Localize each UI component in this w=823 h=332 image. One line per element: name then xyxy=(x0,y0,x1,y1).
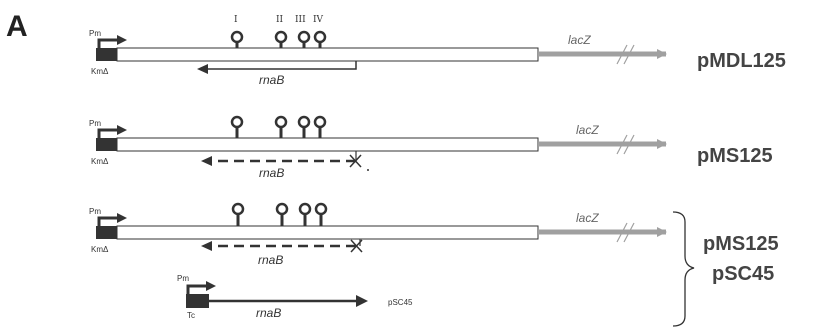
lacz-label: lacZ xyxy=(576,123,599,137)
panel-label: A xyxy=(6,10,28,43)
terminator-hairpin-icon xyxy=(274,30,288,48)
rnab-arrow xyxy=(205,61,357,70)
construct-name: pMS125 xyxy=(697,145,773,167)
terminator-hairpin-icon xyxy=(313,115,327,138)
km-delta-label: KmΔ xyxy=(91,245,109,254)
rnab-label: rnaB xyxy=(256,306,281,320)
terminator-hairpin-icon xyxy=(230,115,244,138)
terminator-hairpin-icon xyxy=(297,30,311,48)
construct-name-line2: pSC45 xyxy=(712,263,774,285)
operon-bar xyxy=(116,47,539,62)
promoter-pm-label: Pm xyxy=(89,29,101,38)
promoter-arrow-icon xyxy=(97,216,118,226)
promoter-pm-label: Pm xyxy=(89,119,101,128)
promoter-arrow-icon xyxy=(97,128,118,138)
km-box xyxy=(96,226,117,239)
construct-pms125-psc45: Pm KmΔ lacZ rnaB xyxy=(89,202,779,327)
terminator-hairpin-icon xyxy=(274,115,288,138)
knockout-x-icon xyxy=(349,154,362,168)
terminator-hairpin-icon xyxy=(314,202,328,226)
construct-pmdl125: Pm KmΔ I II III IV lacZ xyxy=(89,15,786,87)
terminator-hairpin-icon xyxy=(297,115,311,138)
km-delta-label: KmΔ xyxy=(91,67,109,76)
rnab-label: rnaB xyxy=(259,73,284,87)
km-box xyxy=(96,48,117,61)
tc-label: Tc xyxy=(187,311,195,320)
promoter-pm-label: Pm xyxy=(89,207,101,216)
tc-box xyxy=(186,294,209,308)
promoter-arrow-icon xyxy=(97,38,118,48)
psc45-label: pSC45 xyxy=(388,298,413,307)
km-box xyxy=(96,138,117,151)
operon-bar xyxy=(116,225,539,240)
lacz-label: lacZ xyxy=(568,33,591,47)
construct-name-line1: pMS125 xyxy=(703,233,779,255)
terminator-label-ii: II xyxy=(276,15,284,25)
terminator-label-iii: III xyxy=(295,15,306,25)
terminator-hairpin-icon xyxy=(275,202,289,226)
terminator-label-i: I xyxy=(234,15,238,25)
complement-plasmid: Pm Tc rnaB pSC45 xyxy=(177,274,413,320)
knockout-x-icon xyxy=(350,239,363,253)
km-delta-label: KmΔ xyxy=(91,157,109,166)
promoter-pm-label: Pm xyxy=(177,274,189,283)
terminator-hairpin-icon xyxy=(230,30,244,48)
terminator-hairpin-icon xyxy=(231,202,245,226)
lacz-label: lacZ xyxy=(576,211,599,225)
construct-pms125: Pm KmΔ lacZ xyxy=(89,115,773,180)
construct-name: pMDL125 xyxy=(697,50,786,72)
terminator-label-iv: IV xyxy=(313,15,324,25)
operon-bar xyxy=(116,137,539,152)
promoter-arrow-icon xyxy=(186,284,207,294)
terminator-hairpin-icon xyxy=(298,202,312,226)
brace-icon xyxy=(672,211,695,327)
rnab-label: rnaB xyxy=(259,166,284,180)
rnab-label: rnaB xyxy=(258,253,283,267)
terminator-hairpin-icon xyxy=(313,30,327,48)
